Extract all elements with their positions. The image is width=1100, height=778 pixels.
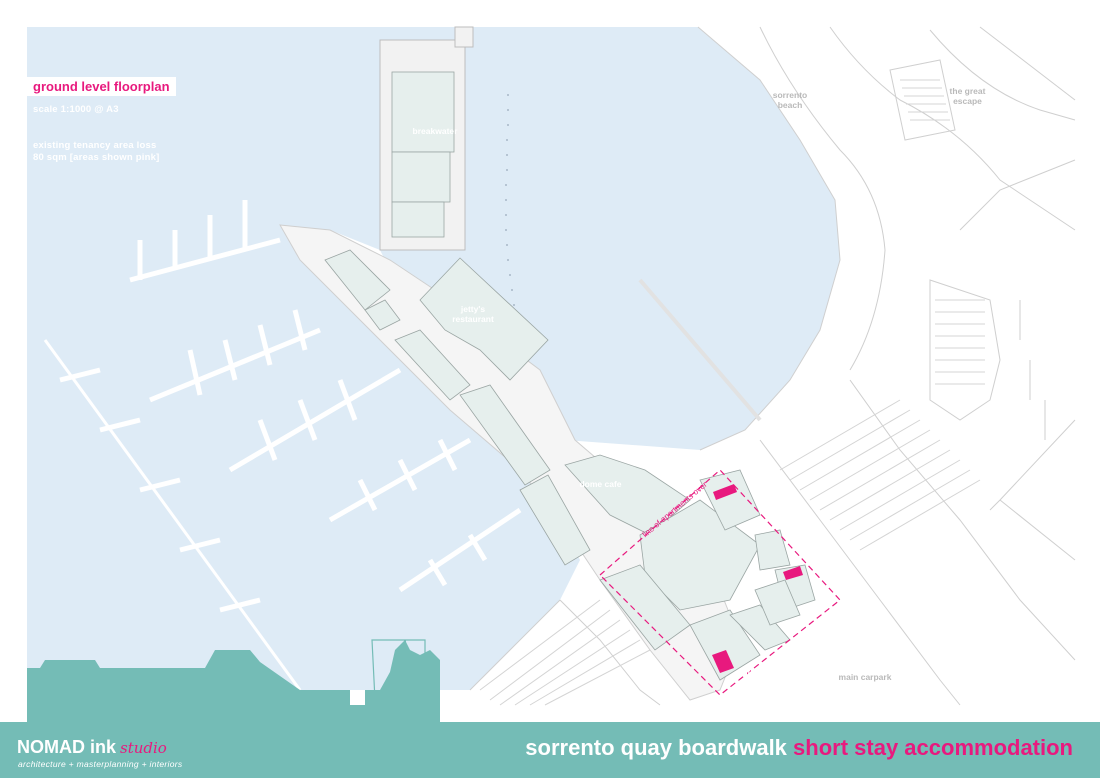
marina-jetties [43, 200, 522, 691]
project-subtitle: short stay accommodation [793, 735, 1073, 760]
building-footprints [324, 71, 816, 681]
plan-title: ground level floorplan [27, 77, 176, 96]
marina-water [27, 27, 840, 690]
elevation-silhouette [27, 640, 440, 722]
scale-note: scale 1:1000 @ A3 [33, 104, 119, 115]
label-dome-cafe: dome cafe [579, 479, 622, 489]
brand-main: NOMAD ink [17, 737, 116, 757]
label-breakwater: breakwater [412, 126, 458, 136]
brand-tagline: architecture + masterplanning + interior… [18, 759, 183, 769]
apartments-line-dashed [599, 469, 841, 696]
footer-bar [0, 722, 1100, 778]
project-title: sorrento quay boardwalk short stay accom… [525, 735, 1073, 761]
land-linework [469, 26, 1076, 706]
label-main-carpark: main carpark [838, 672, 892, 682]
project-name: sorrento quay boardwalk [525, 735, 787, 760]
tenancy-note-line-1: existing tenancy area loss [33, 140, 157, 151]
pile-dots [505, 94, 515, 306]
parking-hatching [479, 79, 985, 706]
brand-studio: studio [120, 739, 167, 757]
tenancy-loss-areas [712, 484, 803, 673]
tenancy-note-line-2: 80 sqm [areas shown pink] [33, 152, 160, 163]
